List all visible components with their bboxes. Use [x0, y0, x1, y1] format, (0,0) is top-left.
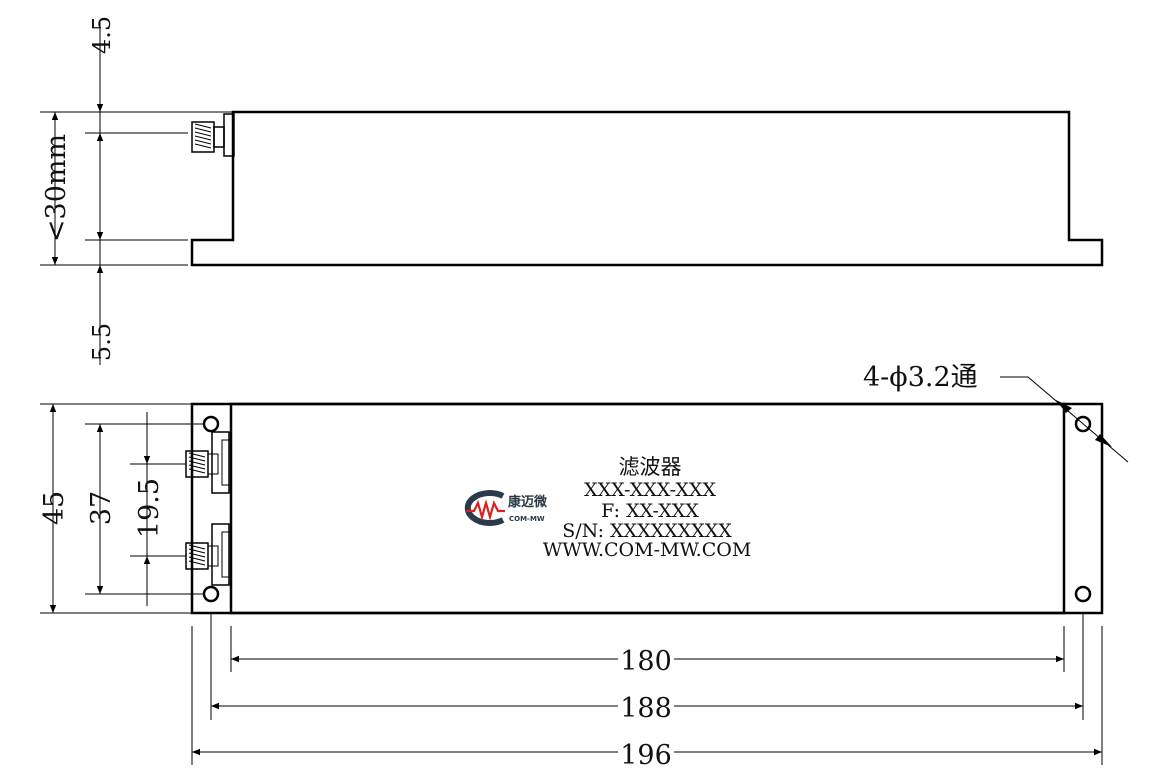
height-dim-label: <30mm [41, 134, 72, 242]
mounting-hole-bottom-right [1074, 585, 1092, 603]
total-length-label-bg [618, 740, 674, 766]
label-freq: F: XX-XXX [601, 500, 699, 522]
body-length-label-bg [618, 646, 674, 672]
side-extension-lines [40, 111, 233, 266]
label-name: 滤波器 [619, 455, 682, 479]
logo-ring [464, 490, 505, 526]
bottom-extension-lines [191, 612, 1103, 765]
total-height-label: 45 [39, 491, 70, 525]
total-length-label: 196 [620, 740, 672, 771]
hole-spacing-label: 37 [86, 491, 117, 525]
product-label: 滤波器 XXX-XXX-XXX F: XX-XXX S/N: XXXXXXXXX… [543, 455, 752, 561]
side-view: <30mm 4.5 5.5 [40, 16, 1104, 365]
company-logo: 康迈微 COM-MW [464, 490, 548, 526]
mounting-hole-top-right [1074, 415, 1092, 433]
hole-callout-arrow-a [1056, 400, 1072, 413]
body-length-label: 180 [620, 646, 672, 677]
side-connector [191, 113, 235, 157]
hole-length-label-bg [618, 693, 674, 719]
hole-callout-leader [1000, 376, 1129, 463]
top-left-extension-lines [40, 403, 205, 614]
side-body-outline [190, 110, 1104, 267]
hole-callout-label: 4-ϕ3.2通 [863, 362, 978, 393]
hole-length-label: 188 [620, 693, 672, 724]
label-serial: S/N: XXXXXXXXX [562, 520, 732, 542]
hole-callout-arrow-b [1095, 434, 1112, 447]
logo-wave [466, 498, 505, 522]
connector-spacing-label: 19.5 [134, 478, 165, 538]
top-connector-2 [185, 523, 232, 586]
logo-sub: COM-MW [509, 515, 545, 523]
top-offset-label: 4.5 [88, 16, 116, 54]
label-website: WWW.COM-MW.COM [543, 539, 752, 561]
mounting-hole-bottom-left [202, 585, 220, 603]
top-view: 45 37 19.5 4-ϕ3.2通 180 188 196 滤波器 XXX-X… [39, 362, 1129, 771]
label-model: XXX-XXX-XXX [584, 479, 716, 501]
bottom-offset-label: 5.5 [88, 323, 116, 361]
mounting-hole-top-left [202, 415, 220, 433]
top-inner-body [229, 402, 1066, 615]
logo-brand: 康迈微 [508, 494, 548, 510]
